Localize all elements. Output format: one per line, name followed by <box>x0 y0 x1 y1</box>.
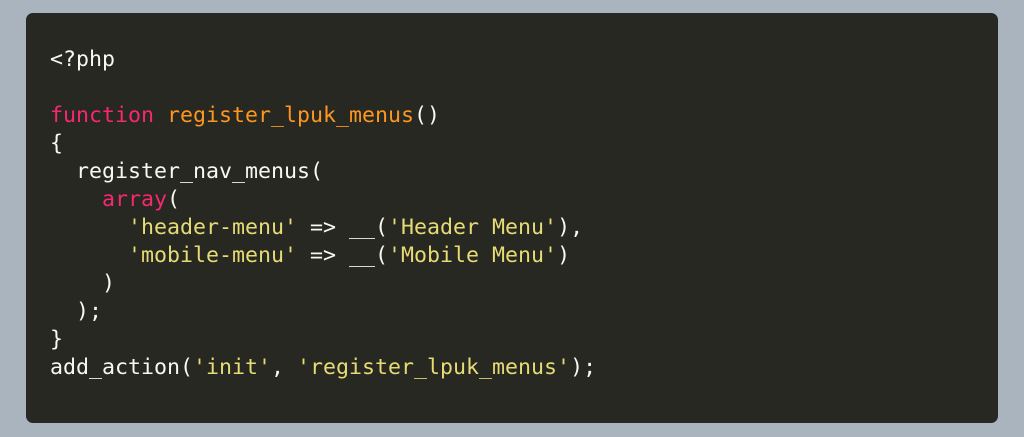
code-token: 'register_lpuk_menus' <box>297 355 571 380</box>
code-token: <?php <box>50 47 116 72</box>
code-line: register_nav_menus( <box>50 158 596 186</box>
code-token <box>50 215 128 240</box>
code-line: 'header-menu' => __('Header Menu'), <box>50 214 596 242</box>
code-token: ) <box>557 243 571 268</box>
code-line: } <box>50 326 596 354</box>
code-token: => __( <box>297 243 389 268</box>
code-token <box>50 243 128 268</box>
code-token: => __( <box>297 215 389 240</box>
code-token: () <box>414 103 441 128</box>
code-line: function register_lpuk_menus() <box>50 102 596 130</box>
code-token: ) <box>50 271 116 296</box>
code-line: array( <box>50 186 596 214</box>
code-token: 'Mobile Menu' <box>388 243 558 268</box>
code-token: 'init' <box>193 355 272 380</box>
code-line: <?php <box>50 46 596 74</box>
code-line: 'mobile-menu' => __('Mobile Menu') <box>50 242 596 270</box>
code-token: 'mobile-menu' <box>128 243 298 268</box>
code-token: function <box>50 103 155 128</box>
code-token: 'header-menu' <box>128 215 298 240</box>
code-token: ); <box>50 299 103 324</box>
code-token: } <box>50 327 64 352</box>
code-token: array <box>102 187 168 212</box>
code-line: { <box>50 130 596 158</box>
code-token <box>50 187 102 212</box>
code-token: add_action( <box>50 355 194 380</box>
code-line: add_action('init', 'register_lpuk_menus'… <box>50 354 596 382</box>
code-token: ); <box>570 355 597 380</box>
code-token: , <box>271 355 298 380</box>
code-token: 'Header Menu' <box>388 215 558 240</box>
code-token <box>154 103 167 128</box>
code-token: register_nav_menus( <box>50 159 324 184</box>
code-token: ), <box>557 215 584 240</box>
code-line <box>50 74 596 102</box>
code-token: register_lpuk_menus <box>167 103 415 128</box>
code-line: ); <box>50 298 596 326</box>
code-token: ( <box>167 187 181 212</box>
code-line: ) <box>50 270 596 298</box>
code-token: { <box>50 131 64 156</box>
